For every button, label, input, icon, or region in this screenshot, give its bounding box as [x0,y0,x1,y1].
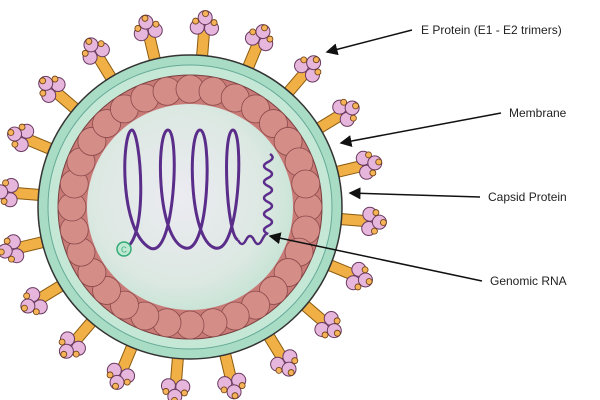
capsid-protein-label: Capsid Protein [488,190,567,204]
genomic-rna-pointer [268,232,483,282]
membrane-label: Membrane [509,106,567,120]
capsid-protein-subunit [291,169,321,199]
e-protein-pointer [325,29,413,56]
genomic-rna-label: Genomic RNA [490,274,567,288]
e-protein-label: E Protein (E1 - E2 trimers) [421,23,562,37]
core [87,104,293,310]
genomic-rna [123,128,274,251]
membrane-pointer [339,112,502,147]
cap-circle [116,241,132,257]
e-protein-spike [58,303,109,359]
capsid-pointer [348,187,481,200]
cap-label: C [121,246,127,255]
